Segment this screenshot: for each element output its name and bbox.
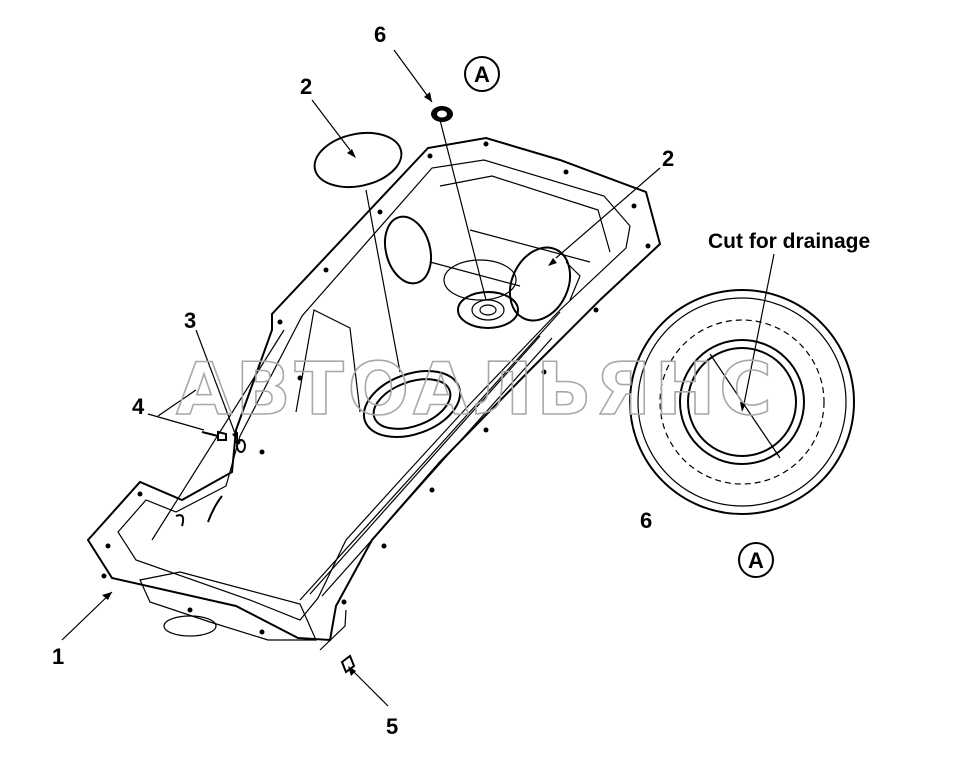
watermark: АВТОАЛЬЯНС bbox=[176, 347, 776, 431]
detail-a-seal-ring bbox=[629, 289, 855, 515]
plug-part-3 bbox=[236, 439, 246, 453]
svg-text:A: A bbox=[748, 548, 764, 573]
callout-4: 4 bbox=[132, 394, 145, 419]
cover-plate-right bbox=[508, 246, 581, 322]
callout-5: 5 bbox=[386, 714, 398, 739]
callout-6-top: 6 bbox=[374, 22, 386, 47]
svg-text:A: A bbox=[474, 62, 490, 87]
cover-plate-left bbox=[313, 131, 403, 189]
callout-3: 3 bbox=[184, 308, 196, 333]
callout-2-right: 2 bbox=[662, 146, 674, 171]
seal-ring-part bbox=[431, 106, 453, 122]
leader-lines bbox=[61, 49, 775, 707]
bolt-part-4 bbox=[201, 430, 227, 441]
drain-plug-part-5 bbox=[340, 654, 356, 674]
cut-for-drainage-note: Cut for drainage bbox=[708, 230, 870, 253]
callout-1: 1 bbox=[52, 644, 64, 669]
reference-marker-a-detail: A bbox=[738, 542, 774, 578]
oil-pan bbox=[86, 136, 662, 651]
callout-6-detail: 6 bbox=[640, 508, 652, 533]
callout-2-left: 2 bbox=[300, 74, 312, 99]
reference-marker-a-top: A bbox=[464, 56, 500, 92]
